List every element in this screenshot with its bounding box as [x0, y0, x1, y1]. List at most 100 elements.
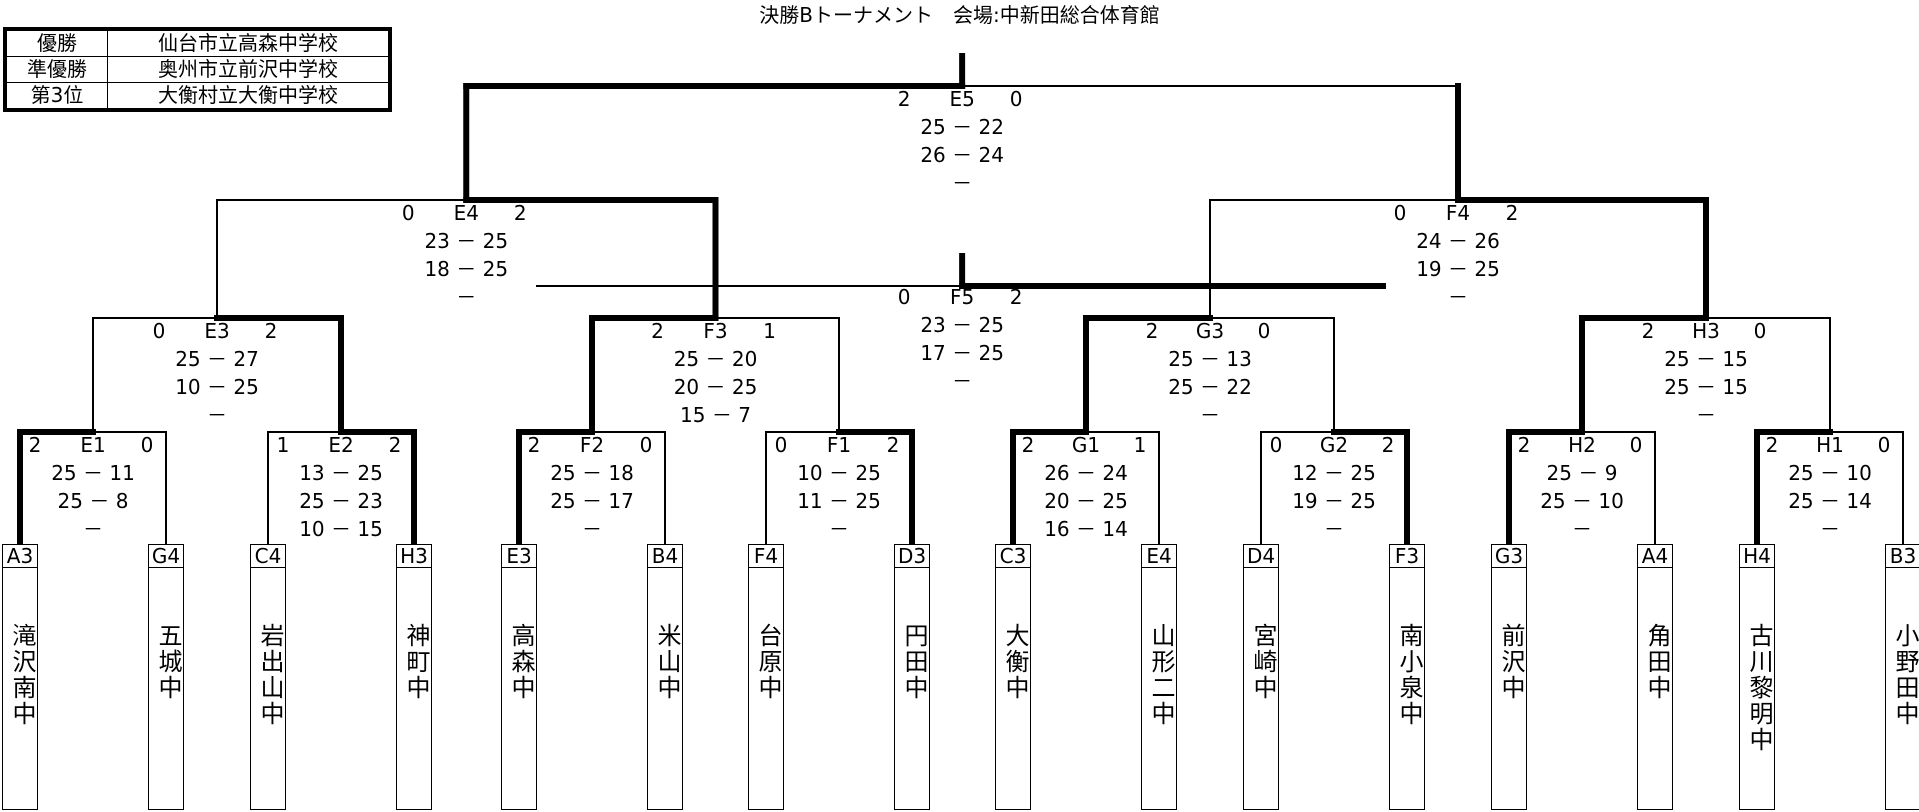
match-right-score: 0 [1258, 319, 1271, 343]
set-score: 19 － 25 [1292, 489, 1376, 513]
match-right-score: 2 [265, 319, 278, 343]
match-left-score: 0 [1270, 433, 1283, 457]
set-score: 13 － 25 [299, 461, 383, 485]
match-right-score: 2 [389, 433, 402, 457]
match-left-score: 2 [1022, 433, 1035, 457]
team-name: 大衡中 [1001, 623, 1029, 701]
team-name: 角田中 [1643, 623, 1671, 701]
match-left-score: 0 [402, 201, 415, 225]
match-label: H2 [1568, 433, 1596, 457]
team-name: 南小泉中 [1395, 623, 1423, 727]
set-score: 20 － 25 [1044, 489, 1128, 513]
team-name: 滝沢南中 [8, 623, 36, 727]
results-table: 優勝 仙台市立高森中学校 準優勝 奥州市立前沢中学校 第3位 大衡村立大衡中学校 [3, 27, 392, 112]
team-code: D4 [1244, 545, 1278, 568]
team-code: H3 [397, 545, 431, 568]
set-score: － [1448, 285, 1468, 309]
match-label: E1 [80, 433, 105, 457]
match-right-score: 2 [1382, 433, 1395, 457]
match-right-score: 1 [763, 319, 776, 343]
set-score: － [582, 517, 602, 541]
match-right-score: 0 [1010, 87, 1023, 111]
match-label: E3 [204, 319, 229, 343]
set-score: 25 － 22 [1168, 375, 1252, 399]
match-left-score: 2 [528, 433, 541, 457]
team-name: 前沢中 [1497, 623, 1525, 701]
rank-label: 準優勝 [4, 56, 108, 83]
set-score: 10 － 15 [299, 517, 383, 541]
set-score: － [952, 171, 972, 195]
match-right-score: 2 [514, 201, 527, 225]
set-score: － [1200, 403, 1220, 427]
match-left-score: 0 [153, 319, 166, 343]
set-score: － [1696, 403, 1716, 427]
match-label: F1 [827, 433, 851, 457]
set-score: 25 － 15 [1664, 375, 1748, 399]
match-right-score: 0 [141, 433, 154, 457]
match-right-score: 0 [1630, 433, 1643, 457]
set-score: 25 － 14 [1788, 489, 1872, 513]
results-row-2: 準優勝 奥州市立前沢中学校 [4, 56, 391, 83]
team-code: C4 [251, 545, 285, 568]
team-code: F4 [749, 545, 783, 568]
match-left-score: 2 [1518, 433, 1531, 457]
team-code: B4 [648, 545, 682, 568]
team-code: D3 [895, 545, 929, 568]
set-score: － [456, 285, 476, 309]
set-score: 15 － 7 [680, 403, 751, 427]
set-score: 19 － 25 [1416, 257, 1500, 281]
team-box: C4 岩出山中 [250, 544, 286, 810]
match-label: F3 [703, 319, 727, 343]
set-score: 24 － 26 [1416, 229, 1500, 253]
set-score: － [1820, 517, 1840, 541]
set-score: 26 － 24 [920, 143, 1004, 167]
set-score: 25 － 8 [58, 489, 129, 513]
set-score: － [952, 369, 972, 393]
set-score: 25 － 10 [1540, 489, 1624, 513]
team-code: F3 [1390, 545, 1424, 568]
set-score: 18 － 25 [424, 257, 508, 281]
team-box: A4 角田中 [1637, 544, 1673, 810]
set-score: － [1324, 517, 1344, 541]
team-code: G3 [1492, 545, 1526, 568]
team-name: 岩出山中 [256, 623, 284, 727]
match-left-score: 2 [1766, 433, 1779, 457]
match-right-score: 2 [1010, 285, 1023, 309]
team-code: C3 [996, 545, 1030, 568]
team-name: 高森中 [507, 623, 535, 701]
match-label: F4 [1446, 201, 1470, 225]
team-name: 神町中 [402, 623, 430, 701]
match-left-score: 2 [1642, 319, 1655, 343]
match-label: E2 [328, 433, 353, 457]
match-label: E4 [454, 201, 479, 225]
set-score: 20 － 25 [674, 375, 758, 399]
school-name: 大衡村立大衡中学校 [107, 82, 391, 111]
set-score: 25 － 22 [920, 115, 1004, 139]
match-left-score: 0 [898, 285, 911, 309]
match-left-score: 0 [775, 433, 788, 457]
set-score: 25 － 18 [550, 461, 634, 485]
set-score: 25 － 13 [1168, 347, 1252, 371]
match-left-score: 2 [1146, 319, 1159, 343]
team-name: 古川黎明中 [1745, 623, 1773, 753]
match-right-score: 1 [1134, 433, 1147, 457]
team-box: G3 前沢中 [1491, 544, 1527, 810]
match-right-score: 0 [1878, 433, 1891, 457]
set-score: 10 － 25 [797, 461, 881, 485]
match-left-score: 2 [651, 319, 664, 343]
match-right-score: 0 [640, 433, 653, 457]
team-box: C3 大衡中 [995, 544, 1031, 810]
team-code: A4 [1638, 545, 1672, 568]
rank-label: 第3位 [4, 82, 108, 111]
match-left-score: 0 [1394, 201, 1407, 225]
team-name: 小野田中 [1891, 623, 1919, 727]
match-right-score: 2 [887, 433, 900, 457]
